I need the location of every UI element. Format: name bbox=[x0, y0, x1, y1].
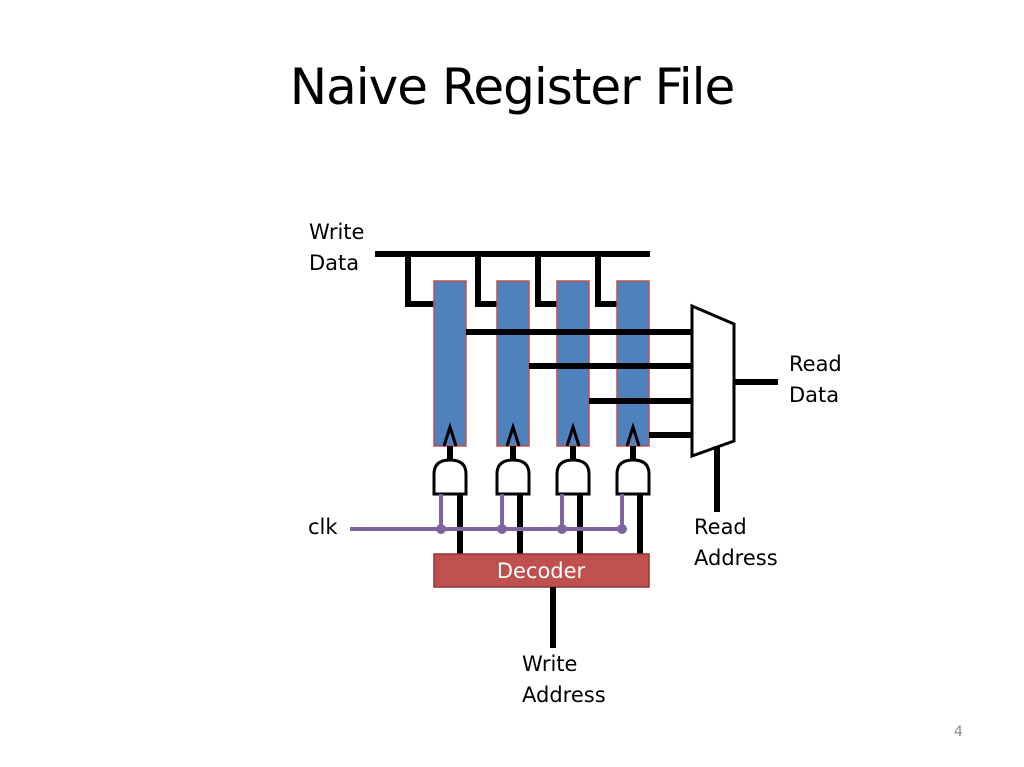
registers bbox=[433, 280, 650, 447]
decoder-label: Decoder bbox=[497, 559, 586, 583]
and-gates bbox=[432, 458, 651, 496]
and-gate-2 bbox=[555, 458, 591, 496]
register-0 bbox=[433, 280, 467, 447]
clk-label: clk bbox=[308, 515, 338, 539]
read-address-label: Read Address bbox=[694, 515, 778, 570]
and-gate-3 bbox=[615, 458, 651, 496]
and-gate-0 bbox=[432, 458, 468, 496]
clock-triangles bbox=[442, 422, 641, 447]
read-data-label: Read Data bbox=[789, 352, 842, 407]
write-address-label: Write Address bbox=[522, 652, 606, 707]
register-1 bbox=[496, 280, 530, 447]
decoder-outputs bbox=[457, 494, 643, 555]
and-gate-1 bbox=[495, 458, 531, 496]
read-mux bbox=[690, 303, 736, 459]
write-data-bus bbox=[375, 251, 650, 307]
write-data-label: Write Data bbox=[309, 220, 365, 275]
slide-title: Naive Register File bbox=[289, 58, 736, 116]
page-number: 4 bbox=[954, 724, 963, 740]
clock-line bbox=[350, 494, 627, 534]
read-wires bbox=[466, 329, 692, 438]
decoder-block bbox=[433, 553, 650, 588]
